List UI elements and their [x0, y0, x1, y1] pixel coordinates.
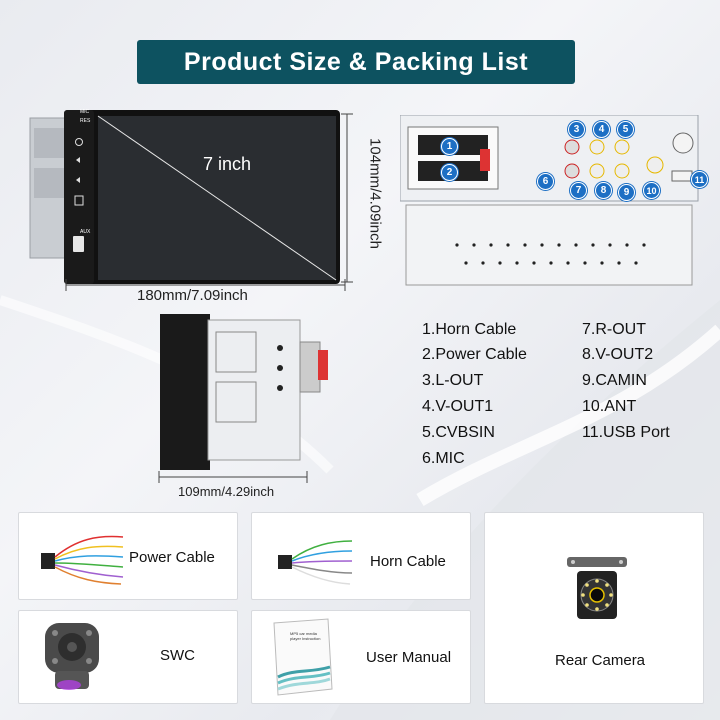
- port-badge-10: 10: [643, 182, 660, 199]
- front-height-line: [341, 113, 353, 283]
- mic-button-label: MIC: [80, 109, 90, 115]
- screen-size-label: 7 inch: [203, 154, 252, 174]
- power-cable-icon: [41, 535, 124, 585]
- packing-label: Rear Camera: [555, 652, 646, 669]
- port-badge-8: 8: [595, 182, 612, 199]
- front-width-line: [65, 279, 346, 291]
- port-list-item: 11.USB Port: [582, 424, 670, 441]
- port-list-item: 7.R-OUT: [582, 321, 646, 338]
- port-badge-5: 5: [617, 121, 634, 138]
- packing-card-power-cable: Power Cable: [18, 512, 238, 600]
- port-badge-7: 7: [570, 182, 587, 199]
- port-list-item: 1.Horn Cable: [422, 321, 517, 338]
- port-list-item: 4.V-OUT1: [422, 398, 494, 415]
- aux-button-label: AUX: [80, 229, 91, 235]
- side-depth-label: 109mm/4.29inch: [178, 484, 275, 499]
- port-list-item: 5.CVBSIN: [422, 424, 495, 441]
- port-list-item: 2.Power Cable: [422, 346, 527, 363]
- packing-card-user-manual: MP5 car media player Instruction User Ma…: [251, 610, 471, 704]
- rear-camera-icon: [567, 557, 627, 619]
- packing-card-swc: SWC: [18, 610, 238, 704]
- packing-label: Horn Cable: [370, 553, 446, 570]
- port-badge-9: 9: [618, 184, 635, 201]
- front-view-diagram: [29, 110, 340, 284]
- port-badge-3: 3: [568, 121, 585, 138]
- steering-wheel-control-icon: [45, 623, 99, 690]
- page-title: Product Size & Packing List: [137, 40, 575, 84]
- packing-card-horn-cable: Horn Cable: [251, 512, 471, 600]
- port-badge-1: 1: [441, 138, 458, 155]
- side-view-diagram: [160, 314, 328, 470]
- front-width-label: 180mm/7.09inch: [137, 287, 248, 304]
- manual-cover-text: MP5 car media player Instruction: [290, 631, 321, 641]
- port-badge-11: 11: [691, 171, 708, 188]
- packing-card-rear-camera: Rear Camera: [484, 512, 704, 704]
- port-list-item: 8.V-OUT2: [582, 346, 654, 363]
- user-manual-icon: [273, 618, 333, 696]
- port-badge-6: 6: [537, 173, 554, 190]
- horn-cable-icon: [278, 540, 353, 585]
- port-badge-4: 4: [593, 121, 610, 138]
- packing-label: SWC: [160, 647, 195, 664]
- port-list-item: 9.CAMIN: [582, 372, 647, 389]
- port-badge-2: 2: [441, 164, 458, 181]
- port-list-item: 10.ANT: [582, 398, 637, 415]
- side-depth-line: [158, 471, 308, 483]
- packing-label: Power Cable: [129, 549, 215, 566]
- port-list-item: 3.L-OUT: [422, 372, 484, 389]
- front-height-label: 104mm/4.09inch: [366, 138, 384, 249]
- packing-label: User Manual: [366, 649, 452, 666]
- res-button-label: RES: [80, 118, 91, 124]
- port-list-item: 6.MIC: [422, 450, 465, 467]
